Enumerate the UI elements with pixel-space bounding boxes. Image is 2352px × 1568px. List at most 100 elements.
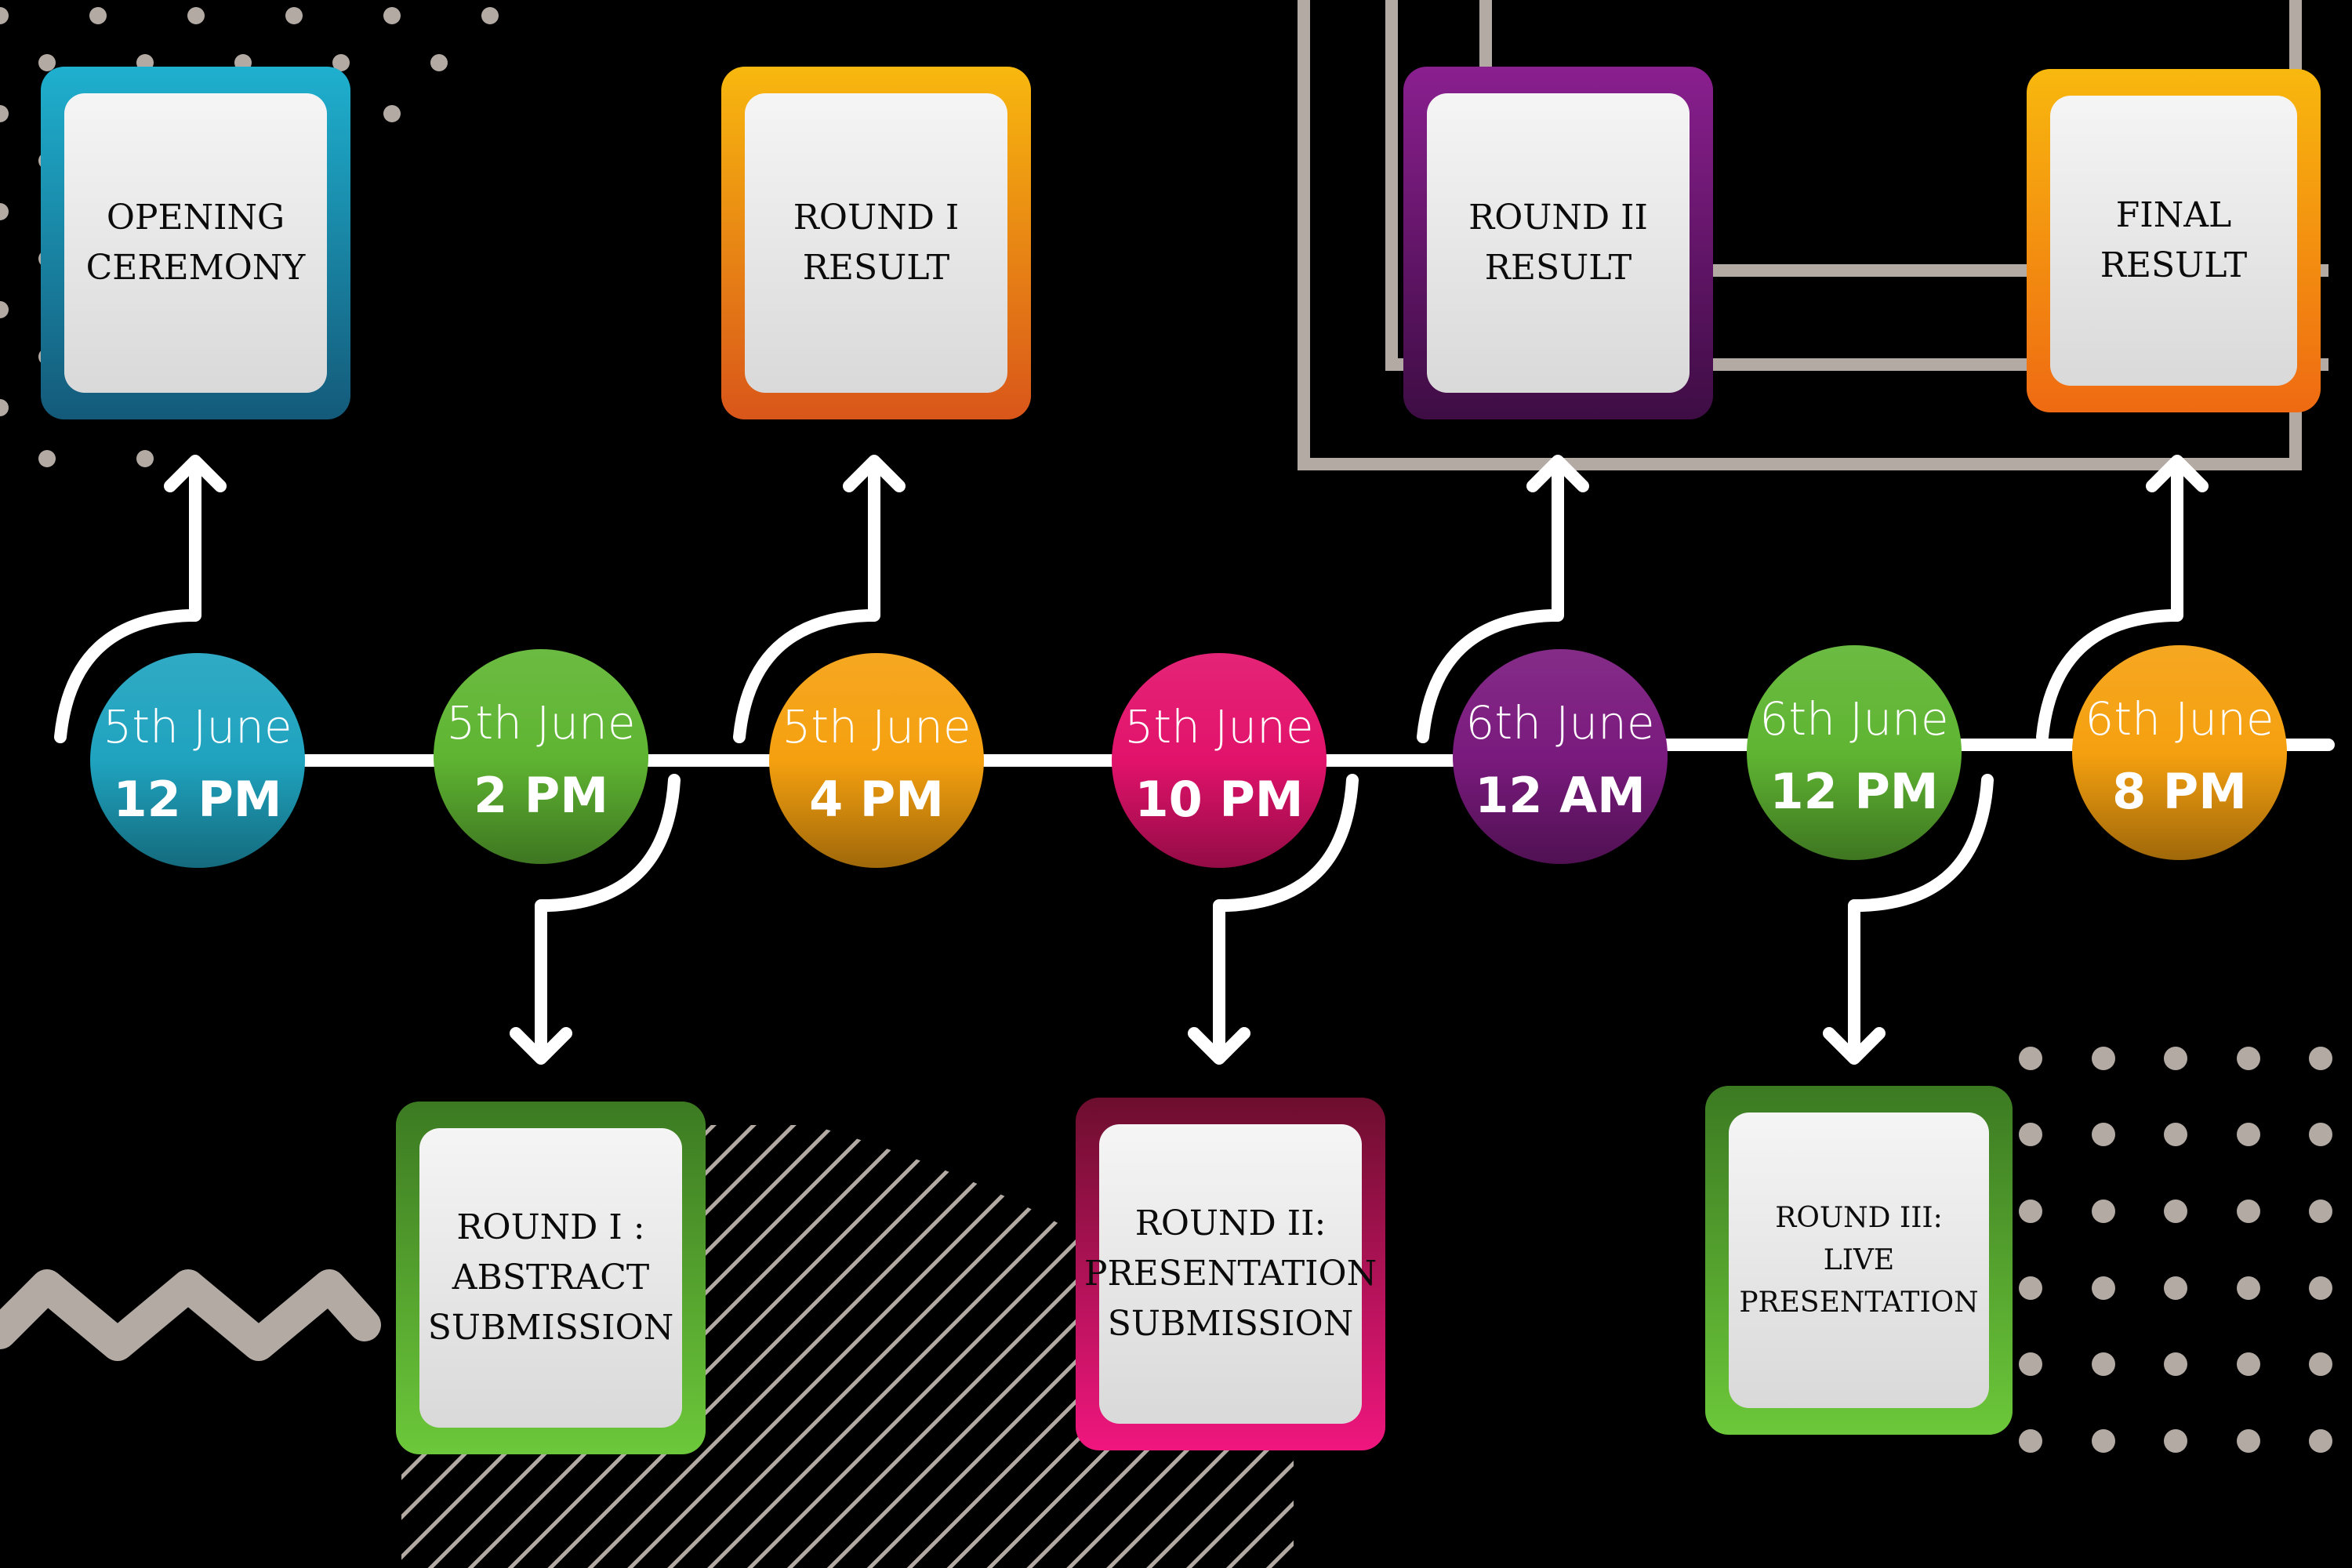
event-card-panel: ROUND II RESULT	[1427, 93, 1690, 393]
decor-dot	[38, 450, 56, 467]
decor-dot	[187, 7, 205, 24]
arrow-head-up	[2146, 455, 2209, 492]
event-card-panel: ROUND II: PRESENTATION SUBMISSION	[1084, 1124, 1377, 1424]
decor-dot	[2309, 1276, 2332, 1300]
decor-dot	[2019, 1276, 2042, 1300]
timeline-node: 6th June 12 AM	[1453, 649, 1668, 864]
timeline-node: 5th June 4 PM	[769, 653, 984, 868]
decor-dot	[2309, 1047, 2332, 1070]
node-date: 6th June	[1465, 696, 1655, 750]
up-connector	[733, 464, 880, 743]
node-time: 2 PM	[474, 767, 608, 824]
event-card: ROUND I RESULT	[721, 67, 1031, 419]
decor-dot	[2164, 1276, 2187, 1300]
decor-dot	[2019, 1429, 2042, 1453]
event-label: OPENING CEREMONY	[85, 198, 306, 288]
decor-dot	[2309, 1123, 2332, 1146]
decor-dot	[2092, 1352, 2115, 1376]
event-card: ROUND I : ABSTRACT SUBMISSION	[396, 1102, 706, 1454]
event-card: ROUND II RESULT	[1403, 67, 1713, 419]
decor-dot	[2237, 1429, 2260, 1453]
decor-dot	[2237, 1200, 2260, 1223]
event-label: FINAL RESULT	[2100, 195, 2248, 285]
decor-dot	[2092, 1276, 2115, 1300]
decor-dot	[332, 54, 350, 71]
arrow-head-up	[843, 455, 906, 492]
arrow-head-down	[1823, 1027, 1886, 1065]
down-connector	[1213, 774, 1359, 1057]
decor-dot	[38, 54, 56, 71]
event-label: ROUND II: PRESENTATION SUBMISSION	[1083, 1203, 1377, 1344]
decor-dot	[2237, 1352, 2260, 1376]
node-time: 12 PM	[113, 771, 282, 828]
timeline-node: 6th June 8 PM	[2072, 645, 2287, 860]
decor-dot	[2309, 1352, 2332, 1376]
down-connector	[1848, 774, 1994, 1057]
decor-dot	[0, 105, 9, 122]
decor-dot	[2164, 1047, 2187, 1070]
event-card-panel: OPENING CEREMONY	[64, 93, 327, 393]
node-time: 10 PM	[1134, 771, 1304, 828]
arrow-head-down	[1188, 1027, 1250, 1065]
connector-lines	[54, 455, 2335, 1065]
arrow-head-up	[164, 455, 227, 492]
event-card-panel: FINAL RESULT	[2050, 96, 2297, 386]
event-label: ROUND I : ABSTRACT SUBMISSION	[427, 1207, 674, 1348]
decor-dot	[2092, 1047, 2115, 1070]
decor-dot	[0, 7, 9, 24]
down-connector	[535, 774, 681, 1057]
up-connector	[54, 464, 201, 743]
decor-dot	[2164, 1200, 2187, 1223]
event-card-panel: ROUND III: LIVE PRESENTATION	[1729, 1112, 1989, 1408]
node-time: 12 PM	[1769, 763, 1939, 820]
arrow-head-down	[510, 1027, 572, 1065]
decor-dot	[383, 105, 401, 122]
decor-dot	[2019, 1123, 2042, 1146]
up-connector	[1417, 464, 1564, 743]
zigzag-decoration	[0, 1269, 381, 1361]
decor-dot	[2019, 1352, 2042, 1376]
node-date: 6th June	[2085, 692, 2274, 746]
decor-dot	[136, 450, 154, 467]
decor-dot	[2019, 1047, 2042, 1070]
node-time: 12 AM	[1475, 767, 1646, 824]
event-label: ROUND III: LIVE PRESENTATION	[1739, 1201, 1979, 1319]
decor-dot	[2237, 1123, 2260, 1146]
decor-dot	[2164, 1352, 2187, 1376]
node-time: 4 PM	[809, 771, 944, 828]
dot-pattern-bottom-right	[2019, 1047, 2332, 1453]
decor-dot	[0, 399, 9, 416]
decor-dot	[2092, 1429, 2115, 1453]
decor-dot	[2092, 1123, 2115, 1146]
event-label: ROUND II RESULT	[1468, 198, 1648, 288]
timeline-node: 5th June 12 PM	[90, 653, 305, 868]
decor-dot	[2164, 1123, 2187, 1146]
node-time: 8 PM	[2112, 763, 2247, 820]
decor-dot	[285, 7, 303, 24]
decor-dot	[2309, 1200, 2332, 1223]
node-date: 5th June	[782, 700, 971, 753]
event-card: FINAL RESULT	[2027, 69, 2321, 412]
decor-dot	[430, 54, 448, 71]
node-date: 5th June	[103, 700, 292, 753]
decor-dot	[383, 7, 401, 24]
decor-dot	[2019, 1200, 2042, 1223]
timeline-node: 5th June 10 PM	[1112, 653, 1327, 868]
node-date: 6th June	[1759, 692, 1949, 746]
decor-dot	[89, 7, 107, 24]
event-label: ROUND I RESULT	[793, 198, 960, 288]
event-card-panel: ROUND I : ABSTRACT SUBMISSION	[419, 1128, 682, 1428]
event-card-panel: ROUND I RESULT	[745, 93, 1007, 393]
event-card: ROUND III: LIVE PRESENTATION	[1705, 1086, 2013, 1435]
node-date: 5th June	[1124, 700, 1314, 753]
timeline-node: 6th June 12 PM	[1747, 645, 1962, 860]
decor-dot	[2237, 1276, 2260, 1300]
decor-dot	[2092, 1200, 2115, 1223]
decor-dot	[0, 203, 9, 220]
decor-dot	[2309, 1429, 2332, 1453]
arrow-head-up	[1526, 455, 1589, 492]
up-connector	[2036, 464, 2183, 743]
decor-dot	[481, 7, 499, 24]
